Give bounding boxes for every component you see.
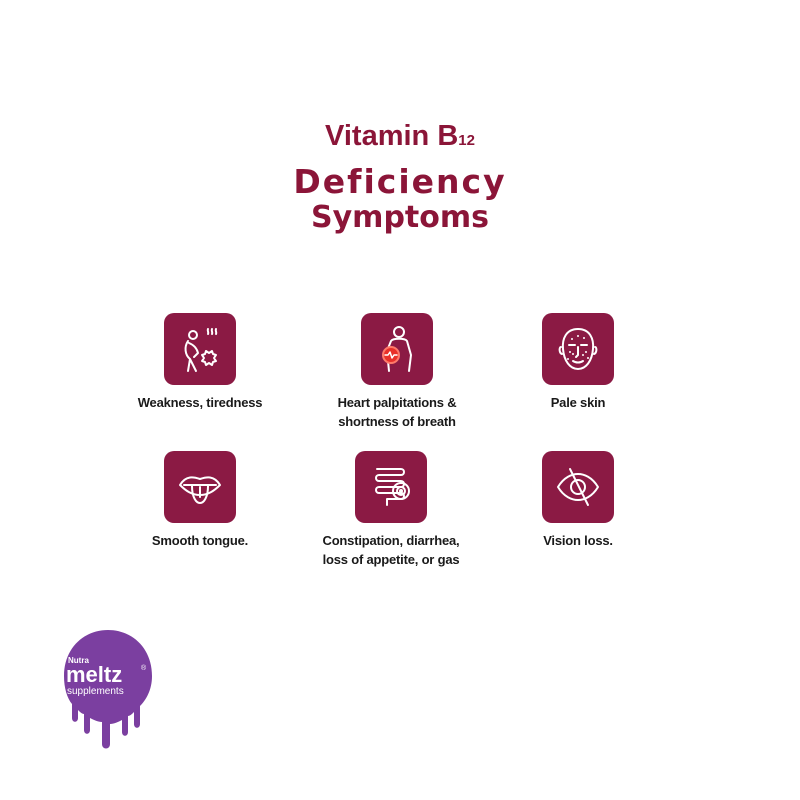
pale-face-icon — [542, 313, 614, 385]
symptom-weakness: Weakness, tiredness — [105, 313, 295, 412]
logo-meltz-text: meltz — [66, 662, 123, 687]
logo-drip-shape — [64, 630, 152, 749]
symptom-label: Smooth tongue. — [151, 533, 249, 548]
logo-registered-mark: ® — [141, 665, 147, 672]
tongue-icon — [164, 451, 236, 523]
title-vitamin: Vitamin B — [325, 120, 459, 152]
symptom-heart-palpitations: Heart palpitations & shortness of breath — [302, 313, 492, 431]
symptom-pale-skin: Pale skin — [483, 313, 673, 412]
symptom-digestive: Constipation, diarrhea, loss of appetite… — [296, 451, 486, 569]
title-vitamin-b12: Vitamin B12 — [0, 118, 800, 159]
fatigue-icon — [164, 313, 236, 385]
symptom-vision-loss: Vision loss. — [483, 451, 673, 550]
intestine-icon — [355, 451, 427, 523]
logo-nutra-text: Nutra — [68, 656, 89, 665]
symptom-label: Heart palpitations & shortness of breath — [337, 395, 457, 429]
heart-palpitations-icon — [361, 313, 433, 385]
nutra-meltz-logo: Nutra meltz ® supplements — [58, 628, 158, 750]
symptom-smooth-tongue: Smooth tongue. — [105, 451, 295, 550]
title-b12-subscript: 12 — [458, 132, 475, 149]
symptom-label: Vision loss. — [543, 533, 613, 548]
symptom-label: Pale skin — [550, 395, 606, 410]
title-symptoms: Symptoms — [311, 200, 489, 235]
logo-supplements-text: supplements — [67, 686, 124, 697]
symptom-label: Weakness, tiredness — [137, 395, 263, 410]
eye-crossed-icon — [542, 451, 614, 523]
symptom-label: Constipation, diarrhea, loss of appetite… — [322, 533, 460, 567]
title-deficiency: Deficiency — [293, 162, 507, 201]
